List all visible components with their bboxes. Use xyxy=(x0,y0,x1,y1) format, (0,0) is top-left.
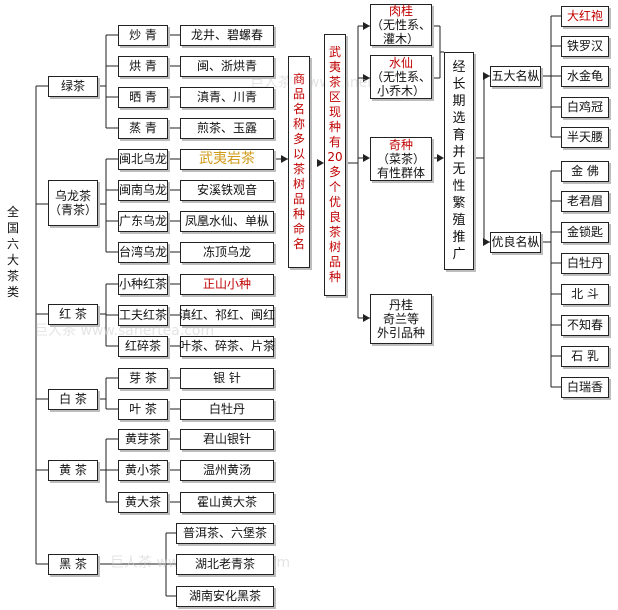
category-green-tea: 绿茶 xyxy=(48,76,98,97)
famous-item: 水金龟 xyxy=(561,66,609,87)
subtype-box: 广东乌龙 xyxy=(118,211,168,232)
fine-item: 白瑞香 xyxy=(561,377,609,398)
subtype-box: 烘 青 xyxy=(118,56,168,77)
example-box: 君山银针 xyxy=(180,429,274,450)
category-dark-tea: 黑 茶 xyxy=(48,554,98,575)
selection-note: 经长期 选育并 无性繁 殖推广 xyxy=(444,52,474,270)
root-label: 全国六 大茶类 xyxy=(6,205,19,299)
example-box: 霍山黄大茶 xyxy=(180,492,274,513)
watermark: 巨人茶 www.sanertea.com xyxy=(34,323,215,339)
example-box: 冻顶乌龙 xyxy=(180,242,274,263)
variety-qizhong: 奇种（菜茶）有性群体 xyxy=(370,137,432,181)
subtype-box: 黄小茶 xyxy=(118,460,168,481)
example-box: 温州黄汤 xyxy=(180,460,274,481)
example-box: 湖南安化黑茶 xyxy=(176,586,274,607)
example-box: 普洱茶、六堡茶 xyxy=(176,523,274,544)
group-famous-five: 五大名枞 xyxy=(490,66,541,87)
example-box: 滇红、祁红、闽红 xyxy=(179,305,275,326)
variety-shuixian: 水仙（无性系、小乔木） xyxy=(370,55,432,99)
category-yellow-tea: 黄 茶 xyxy=(48,460,98,481)
example-box-wuyi-rock-tea: 武夷岩茶 xyxy=(180,149,274,170)
example-box: 滇青、川青 xyxy=(180,87,274,108)
fine-item: 金 佛 xyxy=(561,161,609,182)
subtype-box: 炒 青 xyxy=(118,25,168,46)
arrow-icon xyxy=(281,155,288,163)
example-box: 安溪铁观音 xyxy=(180,180,274,201)
arrow-icon xyxy=(363,154,370,162)
variety-dangui: 丹桂奇兰等外引品种 xyxy=(370,294,432,344)
category-black-tea: 红 茶 xyxy=(48,304,98,325)
category-white-tea: 白 茶 xyxy=(48,389,98,410)
example-box-lapsang: 正山小种 xyxy=(180,274,274,295)
example-box: 煎茶、玉露 xyxy=(180,118,274,139)
fine-item: 老君眉 xyxy=(561,191,609,212)
subtype-box: 闽南乌龙 xyxy=(118,180,168,201)
example-box: 湖北老青茶 xyxy=(176,554,274,575)
example-box: 叶茶、碎茶、片茶 xyxy=(179,336,275,357)
subtype-box: 黄大茶 xyxy=(118,492,168,513)
subtype-box: 工夫红茶 xyxy=(118,305,168,326)
group-fine-varieties: 优良名枞 xyxy=(490,232,541,253)
arrow-icon xyxy=(363,74,370,82)
famous-item: 大红袍 xyxy=(561,6,609,27)
example-box: 银 针 xyxy=(180,368,274,389)
fine-item: 不知春 xyxy=(561,315,609,336)
subtype-box: 红碎茶 xyxy=(118,336,168,357)
fine-item: 金锁匙 xyxy=(561,222,609,243)
arrow-icon xyxy=(483,72,490,80)
subtype-box: 晒 青 xyxy=(118,87,168,108)
arrow-icon xyxy=(317,159,324,167)
arrow-icon xyxy=(483,238,490,246)
example-box: 凤凰水仙、单枞 xyxy=(180,211,274,232)
subtype-box: 叶 茶 xyxy=(118,399,168,420)
fine-item: 石 乳 xyxy=(561,346,609,367)
naming-note: 商品名 称多以 茶树品 种命名 xyxy=(288,56,310,268)
famous-item: 白鸡冠 xyxy=(561,97,609,118)
variety-rougui: 肉桂（无性系、灌木） xyxy=(370,4,432,46)
famous-item: 半天腰 xyxy=(561,127,609,148)
subtype-box: 小种红茶 xyxy=(118,274,168,295)
fine-item: 白牡丹 xyxy=(561,253,609,274)
arrow-icon xyxy=(363,22,370,30)
subtype-box: 闽北乌龙 xyxy=(118,149,168,170)
subtype-box: 蒸 青 xyxy=(118,118,168,139)
example-box: 白牡丹 xyxy=(180,399,274,420)
fine-item: 北 斗 xyxy=(561,284,609,305)
subtype-box: 台湾乌龙 xyxy=(118,242,168,263)
arrow-icon xyxy=(437,154,444,162)
example-box: 闽、浙烘青 xyxy=(180,56,274,77)
subtype-box: 黄芽茶 xyxy=(118,429,168,450)
example-box: 龙井、碧螺春 xyxy=(180,25,274,46)
arrow-icon xyxy=(363,314,370,322)
category-oolong-tea: 乌龙茶（青茶） xyxy=(48,180,98,226)
famous-item: 铁罗汉 xyxy=(561,36,609,57)
subtype-box: 芽 茶 xyxy=(118,368,168,389)
